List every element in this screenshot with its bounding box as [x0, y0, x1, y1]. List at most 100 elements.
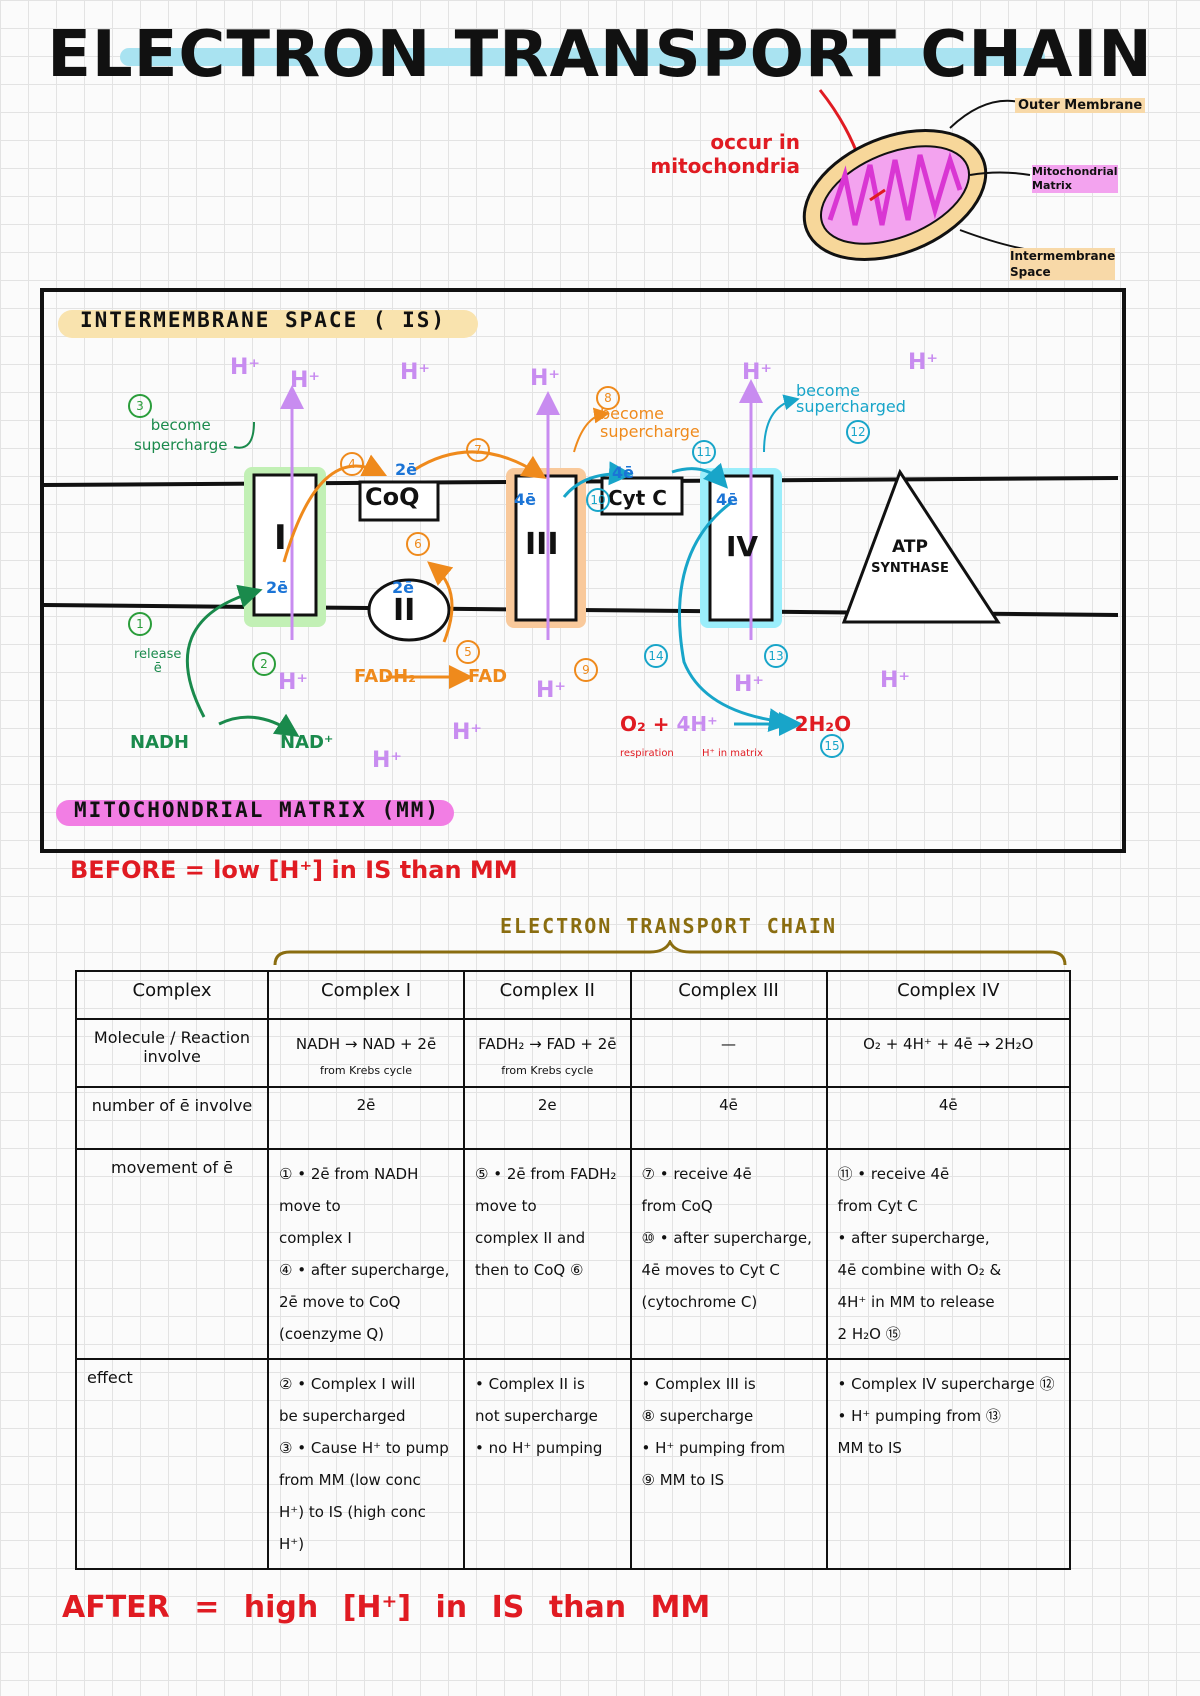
become-supercharge-note-1: become supercharge	[134, 416, 228, 454]
table-header: Complex III	[629, 970, 828, 1020]
complex-3-label: III	[525, 527, 559, 562]
hplus-label: H⁺	[734, 672, 765, 697]
table-row: Molecule / Reaction involve NADH → NAD +…	[75, 1018, 1072, 1088]
release-note: release ē	[134, 647, 182, 676]
ims-highlight	[58, 310, 478, 338]
nadh-label: NADH	[130, 732, 190, 753]
complex-3-box	[514, 474, 578, 622]
row-label: Molecule / Reaction involve	[75, 1018, 269, 1088]
table-cell: 2e	[463, 1086, 632, 1150]
step-marker: 9	[574, 658, 598, 682]
electron-c1: 2ē	[266, 578, 288, 597]
step-marker: 5	[456, 640, 480, 664]
electron-c3: 4ē	[514, 490, 536, 509]
ims-label: Intermembrane Space	[1010, 248, 1116, 280]
etc-diagram	[44, 379, 1118, 737]
become-supercharge-note-2: become supercharge	[600, 404, 700, 441]
hplus-label: H⁺	[742, 360, 773, 385]
complex-4-box	[708, 474, 774, 622]
table-cell: 4ē	[629, 1086, 828, 1150]
table-heading: ELECTRON TRANSPORT CHAIN	[500, 914, 837, 938]
table-cell: 4ē	[825, 1086, 1072, 1150]
ims-title: INTERMEMBRANE SPACE ( IS)	[80, 308, 447, 332]
hplus-label: H⁺	[536, 678, 567, 703]
complex-4-label: IV	[726, 530, 759, 563]
table-cell: • Complex IV supercharge ⑫• H⁺ pumping f…	[825, 1358, 1072, 1570]
complex-2-shape	[367, 578, 451, 642]
fad-label: FAD	[468, 666, 508, 687]
matrix-h-note: H⁺ in matrix	[702, 748, 763, 759]
step-marker: 14	[644, 644, 668, 668]
row-label: number of ē involve	[75, 1086, 269, 1150]
table-cell: 2ē	[266, 1086, 466, 1150]
step-marker: 15	[820, 734, 844, 758]
hplus-label: H⁺	[230, 355, 261, 380]
hplus-label: H⁺	[290, 368, 321, 393]
occur-note: occur in mitochondria	[650, 130, 800, 178]
table-brace	[273, 940, 1067, 966]
table-cell: O₂ + 4H⁺ + 4ē → 2H₂O	[825, 1018, 1072, 1088]
atp-synthase-shape	[841, 468, 1001, 624]
hplus-label: H⁺	[372, 748, 403, 773]
coq-label: CoQ	[365, 483, 420, 511]
complex-1-box	[252, 473, 318, 617]
mm-highlight	[56, 800, 454, 826]
step-marker: 7	[466, 438, 490, 462]
mitochondrion-illustration	[802, 89, 1031, 261]
table-header-row: Complex Complex I Complex II Complex III…	[75, 970, 1072, 1020]
complex-1-label: I	[274, 518, 287, 558]
nad-label: NAD⁺	[280, 732, 334, 753]
hplus-label: H⁺	[530, 366, 561, 391]
complex-2-label: II	[393, 593, 416, 628]
cytc-label: Cyt C	[608, 486, 667, 510]
page-title: ELECTRON TRANSPORT CHAIN	[47, 18, 1153, 92]
fadh2-label: FADH₂	[354, 666, 417, 687]
step-marker: 3	[128, 394, 152, 418]
step-marker: 4	[340, 452, 364, 476]
hplus-label: H⁺	[400, 360, 431, 385]
respiration-note: respiration	[620, 748, 674, 759]
after-note: AFTER = high [H⁺] in IS than MM	[62, 1590, 711, 1625]
step-marker: 12	[846, 420, 870, 444]
step-marker: 2	[252, 652, 276, 676]
electron-c2: 2ē	[392, 578, 414, 597]
step-marker: 8	[596, 386, 620, 410]
hplus-label: H⁺	[908, 350, 939, 375]
matrix-label: Mitochondrial Matrix	[1032, 165, 1118, 193]
diagram-frame	[40, 288, 1126, 853]
hplus-label: H⁺	[278, 670, 309, 695]
step-marker: 1	[128, 612, 152, 636]
table-header: Complex	[75, 970, 269, 1020]
mm-title: MITOCHONDRIAL MATRIX (MM)	[74, 798, 441, 822]
electron-coq: 2ē	[395, 460, 417, 479]
step-marker: 6	[406, 532, 430, 556]
become-supercharged-note: become supercharged	[796, 381, 906, 416]
hplus-label: H⁺	[452, 720, 483, 745]
step-marker: 11	[692, 440, 716, 464]
before-note: BEFORE = low [H⁺] in IS than MM	[70, 856, 518, 884]
title-highlight	[120, 48, 1045, 66]
outer-membrane-label: Outer Membrane	[1015, 98, 1146, 113]
electron-c4: 4ē	[716, 490, 738, 509]
table-row: number of ē involve 2ē 2e 4ē 4ē	[75, 1086, 1072, 1150]
row-label: movement of ē	[75, 1148, 269, 1360]
coq-box	[358, 480, 440, 522]
atp-synthase-label: ATP SYNTHASE	[871, 537, 949, 576]
step-marker: 13	[764, 644, 788, 668]
table-header: Complex II	[463, 970, 632, 1020]
row-label: effect	[75, 1358, 269, 1570]
table-header: Complex IV	[825, 970, 1072, 1020]
step-marker: 10	[586, 488, 610, 512]
etc-table: Complex Complex I Complex II Complex III…	[75, 970, 1072, 1570]
electron-cytc: 4ē	[612, 463, 634, 482]
